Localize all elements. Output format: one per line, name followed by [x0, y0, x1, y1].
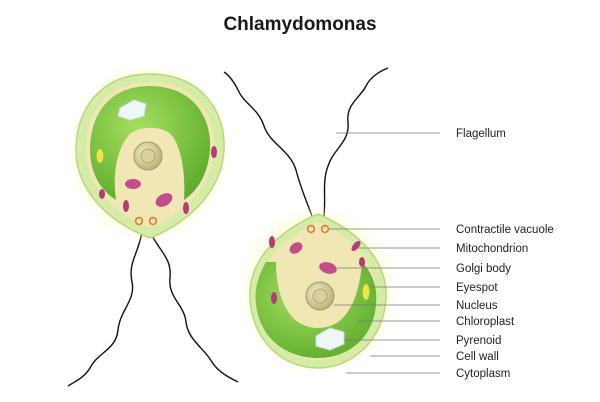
- left-contractile-vacuole-2: [148, 216, 158, 226]
- label-mitochondrion: Mitochondrion: [456, 243, 528, 255]
- left-flagellum-b: [149, 231, 239, 383]
- label-chloroplast: Chloroplast: [456, 316, 515, 328]
- left-cell: [66, 60, 239, 387]
- label-contractile-vacuole: Contractile vacuole: [456, 224, 554, 236]
- label-cytoplasm: Cytoplasm: [456, 368, 510, 380]
- right-pyrenoid: [315, 327, 345, 351]
- label-pyrenoid: Pyrenoid: [456, 335, 501, 347]
- leader-lines: [329, 132, 440, 374]
- left-nucleolus: [140, 148, 156, 164]
- left-mitochondrion-2: [99, 189, 105, 199]
- label-cell-wall: Cell wall: [456, 351, 499, 363]
- left-mitochondrion-4: [183, 202, 189, 214]
- right-contractile-vacuole-2: [320, 224, 330, 234]
- right-eyespot: [362, 284, 370, 300]
- left-golgi-body-2: [155, 193, 173, 207]
- right-flagellum-a: [223, 71, 313, 217]
- right-chloroplast: [255, 262, 377, 358]
- left-mitochondrion-1: [211, 146, 217, 158]
- right-golgi-body-2: [289, 242, 303, 254]
- right-mitochondrion-3: [271, 292, 277, 304]
- right-contractile-vacuole-1: [306, 224, 316, 234]
- left-pyrenoid: [117, 99, 147, 121]
- left-mitochondrion-3: [123, 200, 129, 212]
- right-golgi-body: [319, 262, 337, 274]
- label-eyespot: Eyespot: [456, 282, 498, 294]
- label-golgi-body: Golgi body: [456, 263, 511, 275]
- label-flagellum: Flagellum: [456, 128, 506, 140]
- label-nucleus: Nucleus: [456, 300, 498, 312]
- left-eyespot: [96, 149, 104, 163]
- right-mitochondrion-4: [359, 257, 365, 267]
- right-flagellum-b: [323, 67, 389, 217]
- diagram-title: Chlamydomonas: [223, 14, 377, 35]
- right-mitochondrion-2: [351, 241, 361, 251]
- labels: Flagellum Contractile vacuole Mitochondr…: [456, 128, 554, 380]
- right-mitochondrion-1: [269, 236, 275, 248]
- right-cell: [223, 67, 398, 376]
- left-flagellum-a: [67, 231, 143, 387]
- left-contractile-vacuole-1: [134, 216, 144, 226]
- left-golgi-body: [125, 179, 141, 189]
- right-nucleolus: [312, 288, 328, 304]
